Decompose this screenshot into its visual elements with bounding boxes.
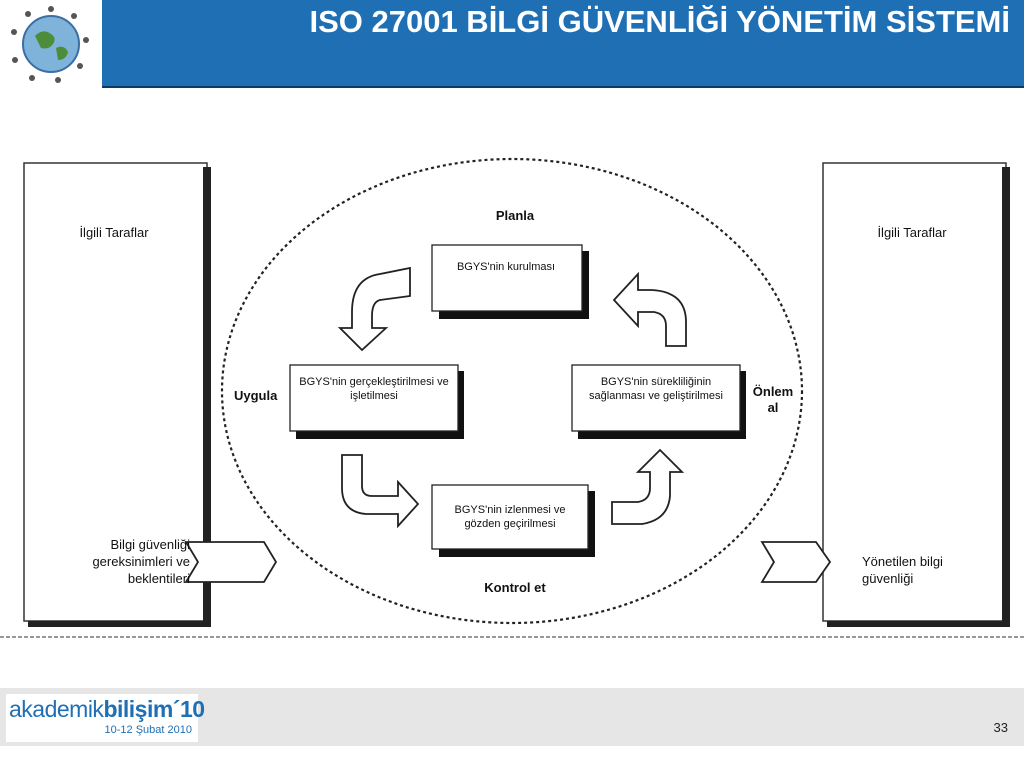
arrow-act-to-plan xyxy=(612,271,687,347)
output-managed-security-label: Yönetilen bilgi güvenliği xyxy=(862,554,943,586)
act-step-box xyxy=(571,364,746,439)
plan-step-box xyxy=(431,244,589,319)
check-step-text: BGYS'nin izlenmesi ve gözden geçirilmesi xyxy=(454,504,566,530)
phase-plan-label: Planla xyxy=(495,208,535,223)
do-step-text: BGYS'nin gerçekleştirilmesi ve işletilme… xyxy=(299,376,449,402)
phase-act-label: Önlem al xyxy=(752,384,794,415)
header-bar: ISO 27001 BİLGİ GÜVENLİĞİ YÖNETİM SİSTEM… xyxy=(102,0,1024,88)
footer-bar: akademikbilişim´10 10-12 Şubat 2010 33 xyxy=(0,688,1024,746)
left-panel-box xyxy=(23,162,211,627)
output-chevron-arrow xyxy=(760,541,832,583)
akademik-bilisim-logo: akademikbilişim´10 10-12 Şubat 2010 xyxy=(6,694,205,742)
page-title: ISO 27001 BİLGİ GÜVENLİĞİ YÖNETİM SİSTEM… xyxy=(309,4,1010,39)
left-panel-title: İlgili Taraflar xyxy=(79,225,149,240)
act-step-text: BGYS'nin sürekliliğinin sağlanması ve ge… xyxy=(589,376,723,402)
input-chevron-arrow xyxy=(184,541,278,583)
do-step-box xyxy=(289,364,464,439)
page-number: 33 xyxy=(993,720,1008,735)
plan-step-text: BGYS'nin kurulması xyxy=(456,261,556,273)
right-panel-title: İlgili Taraflar xyxy=(877,225,947,240)
phase-check-label: Kontrol et xyxy=(484,580,546,595)
pdca-diagram: İlgili Taraflar Bilgi güvenliği gereksin… xyxy=(0,150,1024,645)
globe-logo xyxy=(0,0,102,88)
arrow-check-to-act xyxy=(611,448,685,525)
right-panel-box xyxy=(822,162,1010,627)
arrow-plan-to-do xyxy=(337,266,411,352)
check-step-box xyxy=(431,484,595,557)
input-requirements-label: Bilgi güvenliği gereksinimleri ve beklen… xyxy=(92,537,190,586)
arrow-do-to-check xyxy=(341,454,420,529)
phase-do-label: Uygula xyxy=(234,388,278,403)
logo-date: 10-12 Şubat 2010 xyxy=(104,724,192,736)
